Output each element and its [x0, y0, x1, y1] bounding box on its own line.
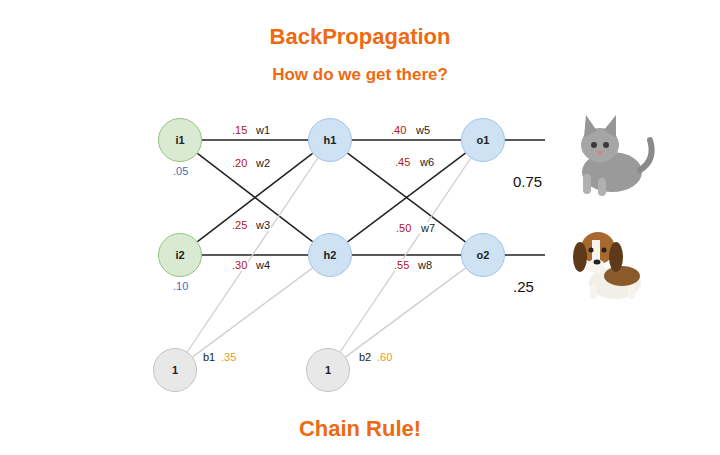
weight-value: .30 — [231, 259, 248, 271]
cat-picture — [581, 115, 652, 196]
weight-name: w3 — [255, 219, 271, 231]
input-neuron: i2 — [158, 233, 202, 277]
hidden-neuron: h2 — [308, 233, 352, 277]
bias-neuron: 1 — [306, 348, 350, 392]
bias-name: b1 — [202, 351, 216, 363]
bias-neuron: 1 — [153, 348, 197, 392]
bias-value: .60 — [376, 351, 393, 363]
weight-connection — [187, 158, 317, 352]
output-wire — [505, 254, 545, 256]
neuron-name: i2 — [175, 249, 184, 261]
neuron-name: h1 — [324, 134, 337, 146]
output-neuron: o2 — [461, 233, 505, 277]
weight-value: .15 — [231, 124, 248, 136]
neuron-name: o1 — [477, 134, 490, 146]
neuron-name: h2 — [324, 249, 337, 261]
weight-name: w7 — [420, 222, 436, 234]
output-wire — [505, 139, 545, 141]
weight-name: w4 — [255, 259, 271, 271]
target-value: .25 — [512, 279, 535, 296]
bias-name: b2 — [358, 351, 372, 363]
weight-connection — [352, 139, 461, 141]
weight-value: .20 — [231, 157, 248, 169]
neuron-name: i1 — [175, 134, 184, 146]
weight-value: .55 — [393, 259, 410, 271]
hidden-neuron: h1 — [308, 118, 352, 162]
weight-name: w2 — [255, 157, 271, 169]
weight-name: w6 — [419, 156, 435, 168]
weight-connection — [348, 153, 466, 242]
weight-connection — [197, 153, 312, 241]
weight-name: w8 — [417, 259, 433, 271]
weight-value: .25 — [231, 219, 248, 231]
weight-connection — [202, 254, 308, 256]
weight-connection — [193, 268, 313, 357]
caption: Chain Rule! — [0, 416, 720, 442]
bias-value: .35 — [220, 351, 237, 363]
subtitle: How do we get there? — [0, 65, 720, 85]
weight-connection — [197, 153, 312, 241]
input-value: .05 — [172, 165, 189, 177]
weight-connection — [346, 268, 466, 357]
dog-picture — [573, 232, 641, 299]
input-neuron: i1 — [158, 118, 202, 162]
title: BackPropagation — [0, 24, 720, 50]
weight-name: w1 — [255, 124, 271, 136]
neuron-name: o2 — [477, 249, 490, 261]
target-value: 0.75 — [512, 174, 543, 191]
weight-connection — [202, 139, 308, 141]
weight-name: w5 — [415, 124, 431, 136]
weight-value: .50 — [395, 222, 412, 234]
weight-connection — [340, 158, 470, 352]
neuron-name: 1 — [172, 364, 178, 376]
weight-value: .40 — [390, 124, 407, 136]
weight-connection — [348, 153, 466, 242]
weight-value: .45 — [394, 156, 411, 168]
input-value: .10 — [172, 280, 189, 292]
neuron-name: 1 — [325, 364, 331, 376]
output-neuron: o1 — [461, 118, 505, 162]
